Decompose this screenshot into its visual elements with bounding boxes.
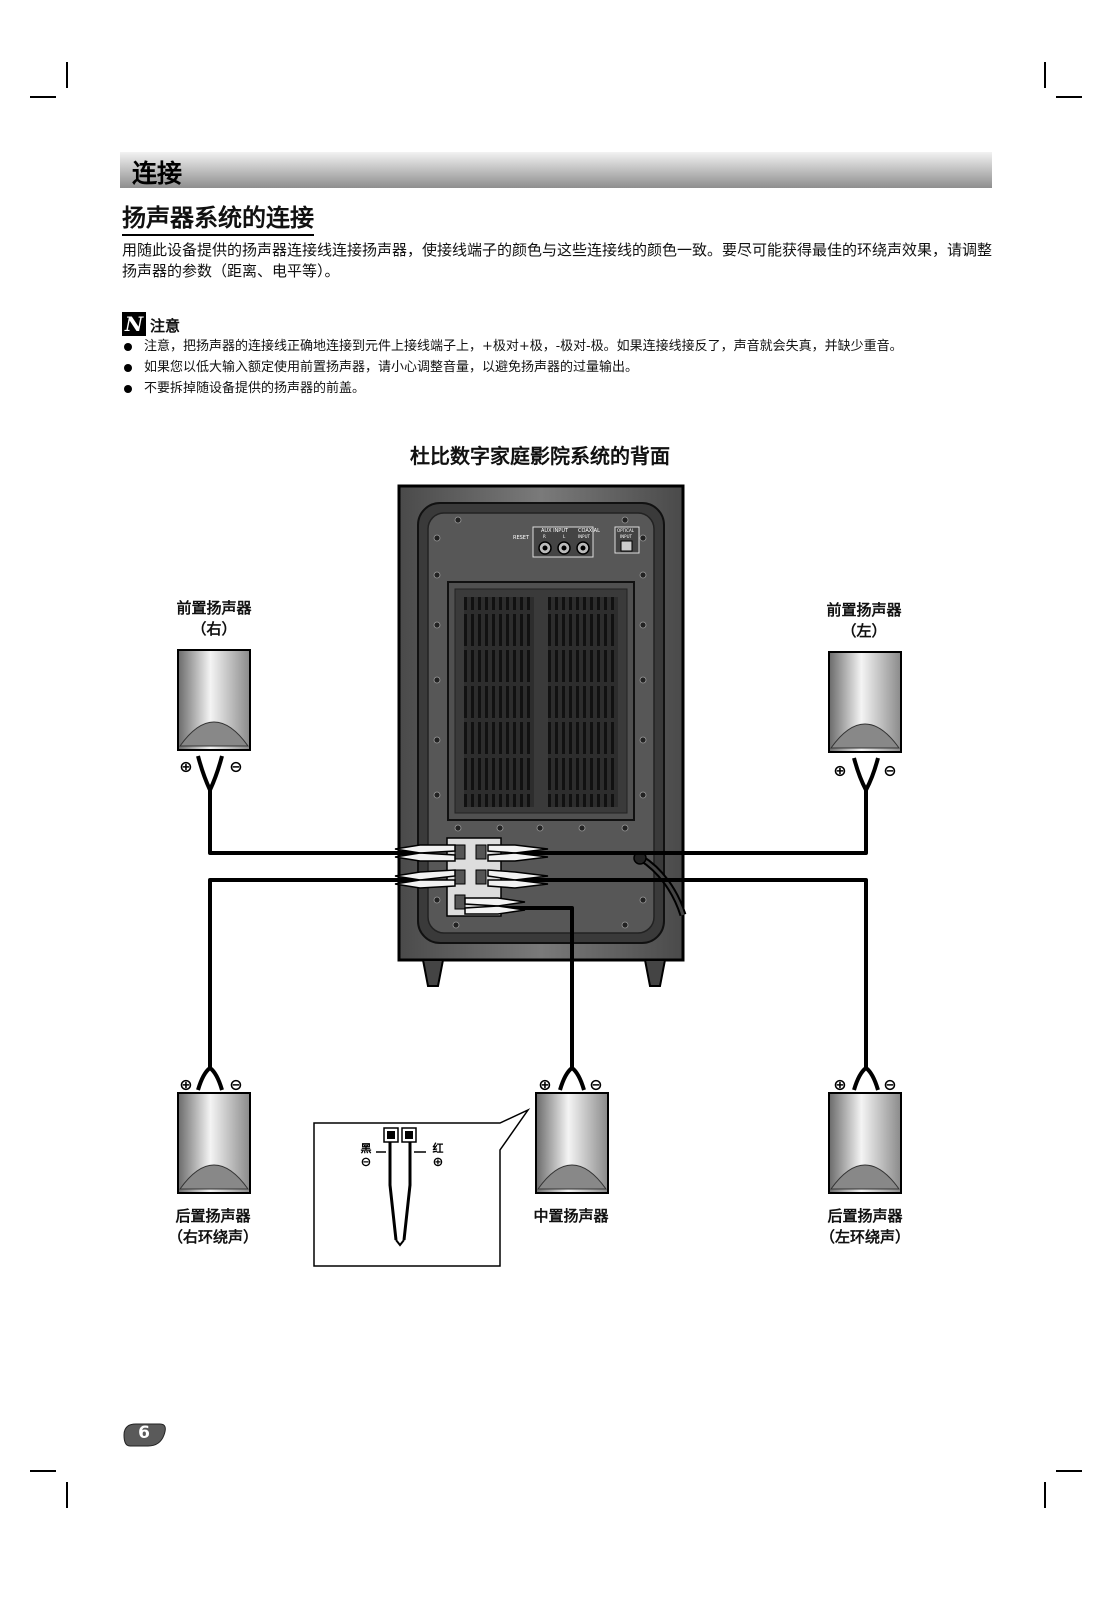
label-front-right: 前置扬声器 （右） bbox=[150, 598, 278, 640]
speaker-front-left: ⊕ ⊖ bbox=[828, 651, 902, 795]
optical-jack bbox=[620, 540, 633, 552]
label-line: 后置扬声器 bbox=[175, 1207, 251, 1225]
plus-icon: ⊕ bbox=[179, 1075, 192, 1094]
label-line: （左环绕声） bbox=[819, 1228, 910, 1246]
heatsink-vents bbox=[548, 597, 618, 807]
note-header: N 注意 bbox=[122, 310, 180, 336]
terminal-detail-inset: 黑 红 ⊖ ⊕ bbox=[313, 1108, 531, 1267]
crop-mark bbox=[66, 62, 68, 88]
speaker-center: ⊕ ⊖ bbox=[535, 1065, 609, 1194]
section-title: 连接 bbox=[132, 159, 183, 188]
label-line: （左） bbox=[841, 622, 887, 640]
note-item: 不要拆掉随设备提供的扬声器的前盖。 bbox=[122, 378, 1022, 399]
section-header-bar: 连接 bbox=[120, 152, 992, 188]
page-subtitle: 扬声器系统的连接 bbox=[122, 203, 314, 236]
optical-input-label: INPUT bbox=[620, 534, 633, 539]
label-front-left: 前置扬声器 （左） bbox=[800, 600, 928, 642]
intro-paragraph: 用随此设备提供的扬声器连接线连接扬声器，使接线端子的颜色与这些连接线的颜色一致。… bbox=[122, 241, 993, 280]
note-item: 注意，把扬声器的连接线正确地连接到元件上接线端子上，+极对+极，-极对-极。如果… bbox=[122, 336, 1022, 357]
black-label: 黑 bbox=[361, 1142, 372, 1155]
label-line: 后置扬声器 bbox=[827, 1207, 903, 1225]
label-rear-right: 后置扬声器 （右环绕声） bbox=[138, 1206, 288, 1248]
speaker-wires bbox=[208, 790, 868, 1068]
aux-input-label: AUX INPUT bbox=[541, 528, 569, 534]
page-number: 6 bbox=[138, 1423, 150, 1443]
crop-mark bbox=[30, 1470, 56, 1472]
label-center: 中置扬声器 bbox=[496, 1206, 646, 1227]
crop-mark bbox=[1056, 1470, 1082, 1472]
minus-icon: ⊖ bbox=[883, 1075, 896, 1094]
plus-icon: ⊕ bbox=[179, 757, 192, 776]
coaxial-label: COAXIAL bbox=[578, 528, 600, 534]
label-line: （右） bbox=[191, 620, 237, 638]
heatsink-vents bbox=[464, 597, 534, 807]
speaker-rear-left: ⊕ ⊖ bbox=[828, 1065, 902, 1194]
note-title: 注意 bbox=[150, 317, 181, 335]
plus-icon: ⊕ bbox=[833, 761, 846, 780]
minus-icon: ⊖ bbox=[589, 1075, 602, 1094]
crop-mark bbox=[1044, 1482, 1046, 1508]
aux-r-label: R bbox=[543, 534, 546, 539]
minus-icon: ⊖ bbox=[229, 757, 242, 776]
optical-label: OPTICAL bbox=[617, 528, 635, 533]
label-line: 前置扬声器 bbox=[176, 599, 252, 617]
note-icon: N bbox=[122, 312, 146, 336]
note-list: 注意，把扬声器的连接线正确地连接到元件上接线端子上，+极对+极，-极对-极。如果… bbox=[122, 336, 1022, 399]
plus-icon: ⊕ bbox=[833, 1075, 846, 1094]
label-rear-left: 后置扬声器 （左环绕声） bbox=[790, 1206, 940, 1248]
subwoofer-unit: RESET AUX INPUT COAXIAL R L INPUT OPTICA… bbox=[397, 484, 687, 987]
minus-icon: ⊖ bbox=[229, 1075, 242, 1094]
label-line: （右环绕声） bbox=[167, 1228, 258, 1246]
aux-l-label: L bbox=[563, 534, 566, 539]
label-line: 前置扬声器 bbox=[826, 601, 902, 619]
minus-icon: ⊖ bbox=[883, 761, 896, 780]
crop-mark bbox=[1044, 62, 1046, 88]
speaker-front-right: ⊕ ⊖ bbox=[177, 649, 251, 795]
page-number-badge: 6 bbox=[120, 1422, 168, 1448]
plus-icon: ⊕ bbox=[538, 1075, 551, 1094]
label-line: 中置扬声器 bbox=[533, 1207, 609, 1225]
diagram-title: 杜比数字家庭影院系统的背面 bbox=[410, 444, 670, 468]
minus-icon: ⊖ bbox=[361, 1155, 372, 1170]
speaker-rear-right: ⊕ ⊖ bbox=[177, 1065, 251, 1194]
speaker-connection-diagram: RESET AUX INPUT COAXIAL R L INPUT OPTICA… bbox=[177, 484, 902, 1267]
red-label: 红 bbox=[433, 1141, 444, 1155]
plus-icon: ⊕ bbox=[433, 1155, 444, 1170]
coaxial-input-label: INPUT bbox=[578, 534, 591, 539]
note-item: 如果您以低大输入额定使用前置扬声器，请小心调整音量，以避免扬声器的过量输出。 bbox=[122, 357, 1022, 378]
reset-label: RESET bbox=[513, 535, 530, 541]
crop-mark bbox=[30, 96, 56, 98]
crop-mark bbox=[66, 1482, 68, 1508]
crop-mark bbox=[1056, 96, 1082, 98]
